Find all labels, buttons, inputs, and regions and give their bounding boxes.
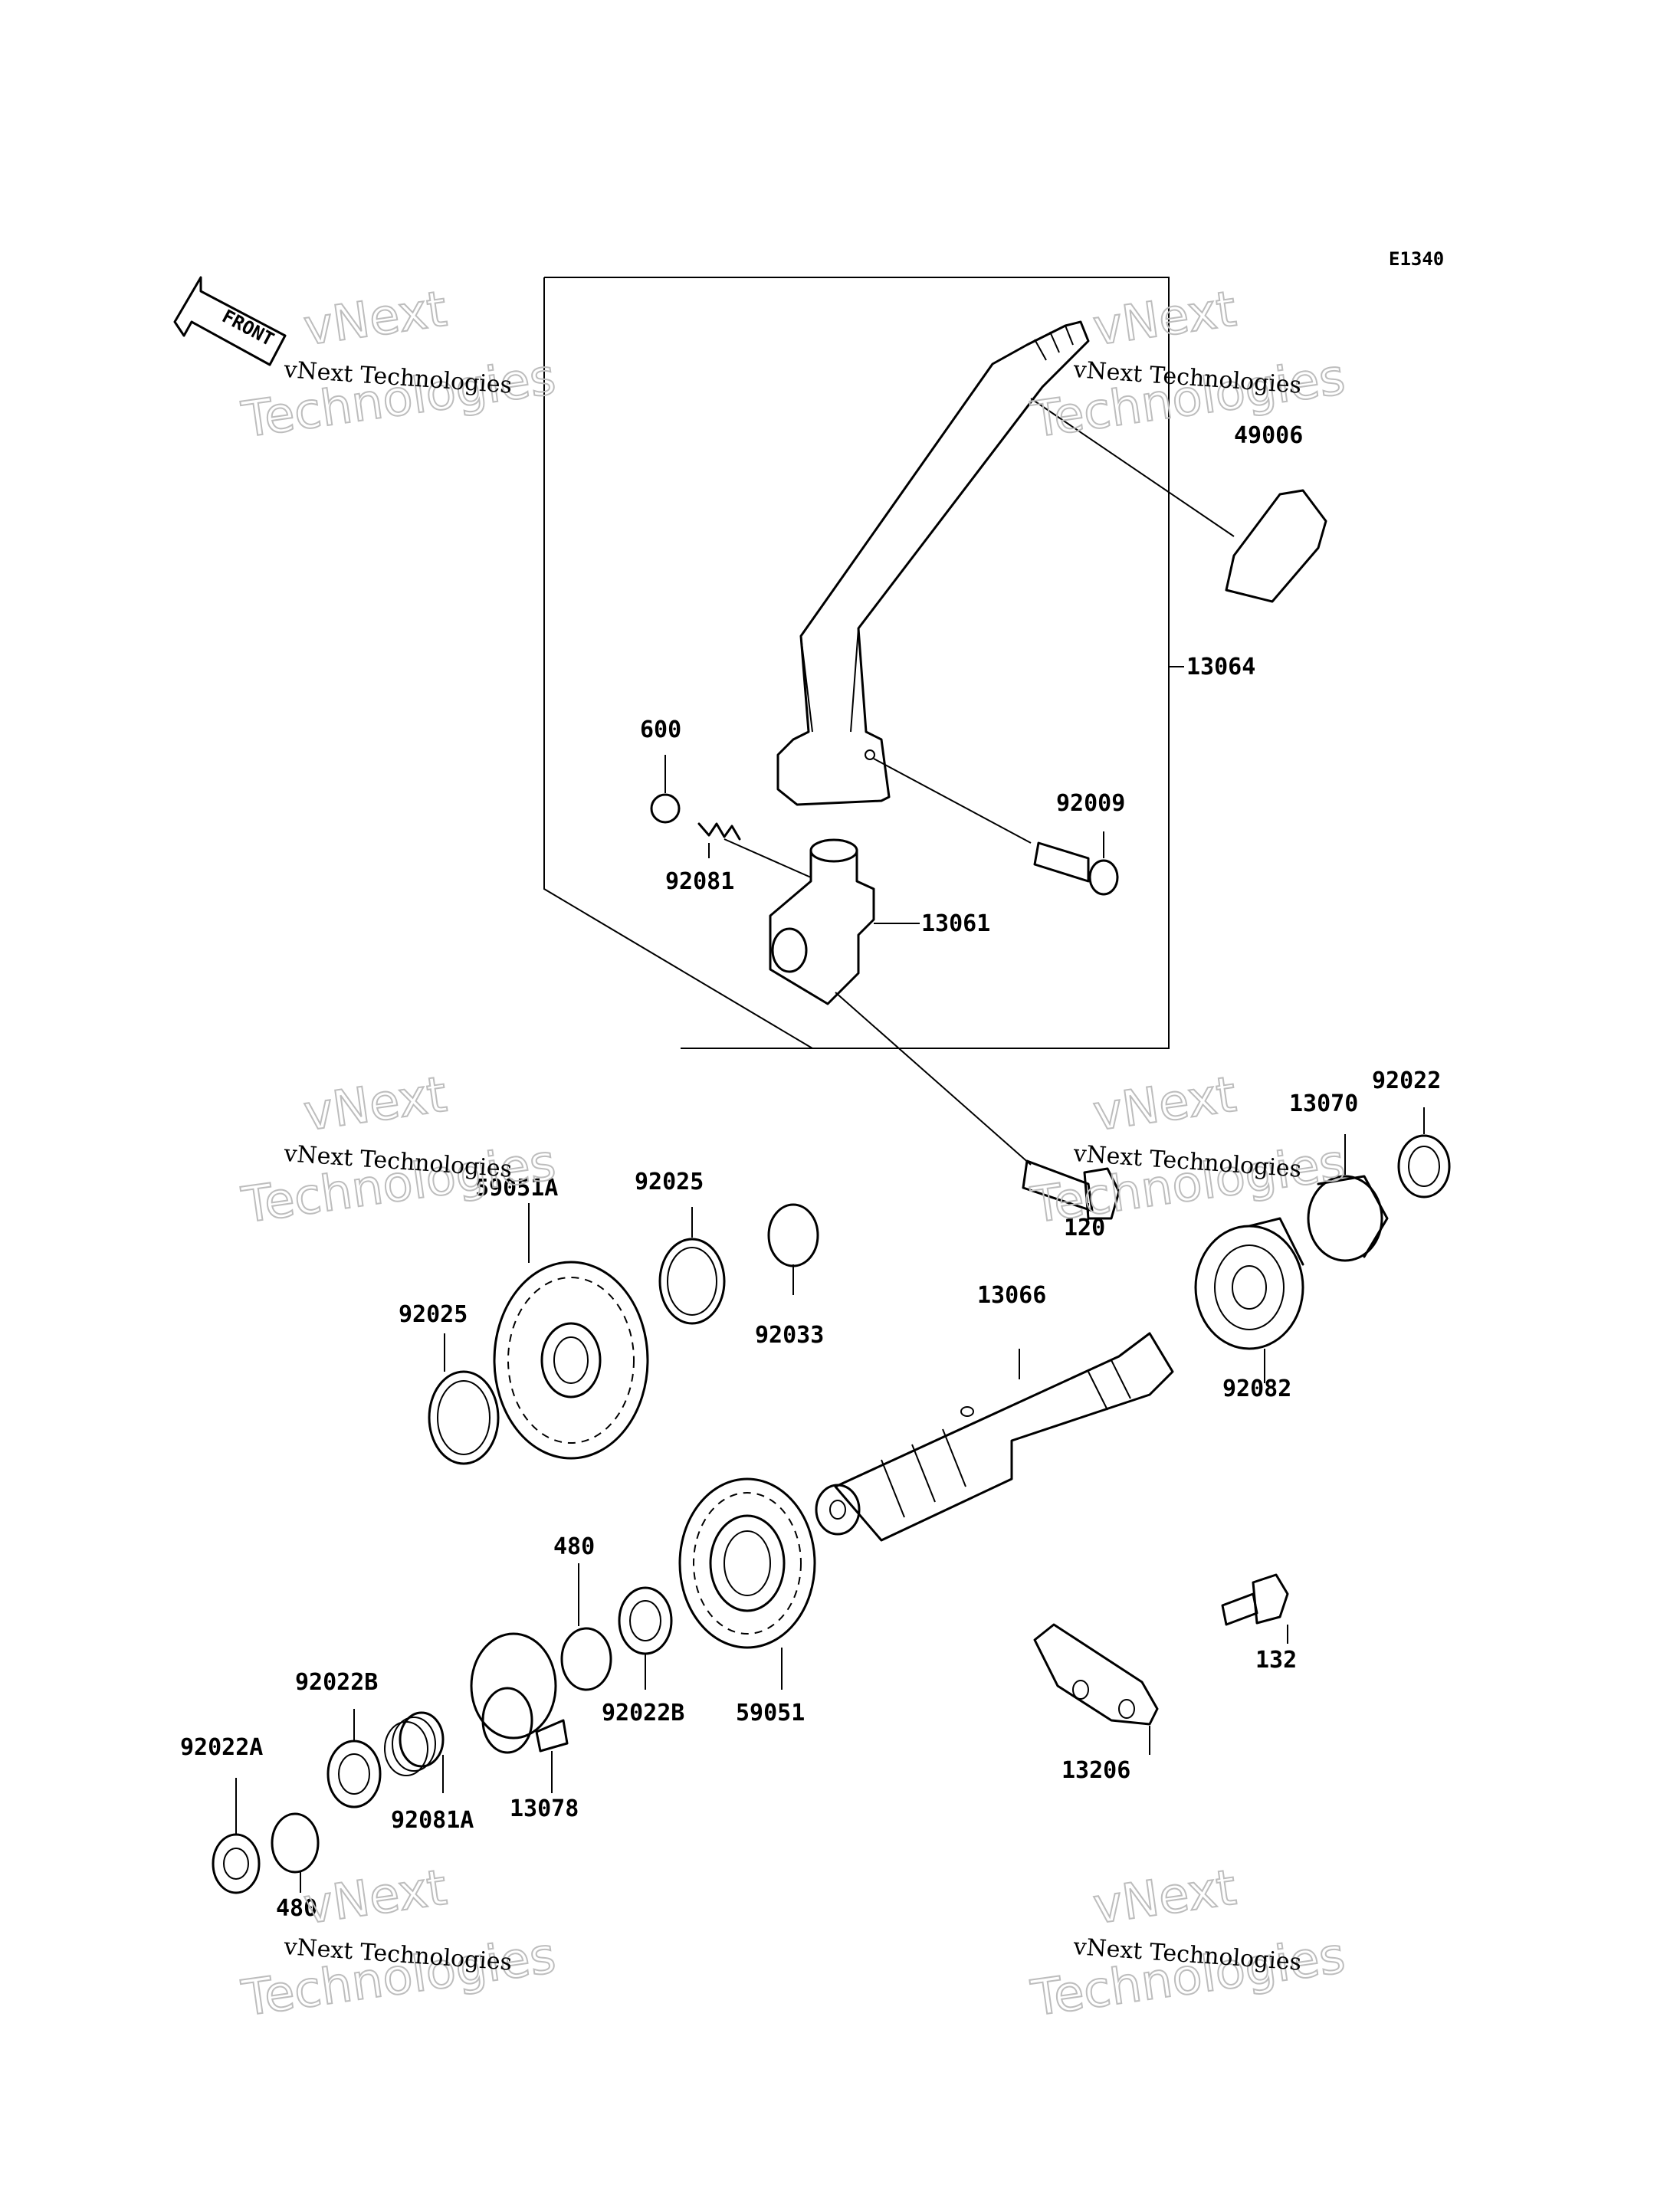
label-480-upper: 480: [553, 1533, 595, 1560]
watermark-top-right: vNext Technologies vNext Technologies: [1027, 280, 1349, 450]
label-13066: 13066: [977, 1282, 1046, 1309]
pedal-rubber: [1225, 489, 1327, 603]
label-92022: 92022: [1372, 1067, 1441, 1094]
label-13064: 13064: [1186, 654, 1255, 680]
label-92081: 92081: [665, 868, 734, 895]
label-13061: 13061: [921, 910, 990, 937]
front-arrow-icon: FRONT: [173, 276, 287, 366]
washer-92022b-right: [618, 1586, 673, 1655]
washer-92022a: [212, 1833, 261, 1894]
plate-13206: [1033, 1623, 1159, 1726]
svg-text:vNext: vNext: [1090, 1067, 1239, 1143]
svg-text:vNext: vNext: [1090, 1860, 1239, 1936]
circlip-480-upper: [560, 1627, 612, 1691]
label-92022b-right: 92022B: [602, 1700, 684, 1726]
label-120: 120: [1064, 1215, 1105, 1241]
svg-text:vNext: vNext: [1090, 281, 1239, 357]
label-92081a: 92081A: [391, 1807, 474, 1834]
front-label: FRONT: [218, 306, 277, 351]
steel-ball: [650, 793, 681, 824]
washer-92022: [1397, 1134, 1451, 1199]
gear-59051: [678, 1477, 816, 1649]
spring-guide: [1307, 1175, 1389, 1262]
label-92009: 92009: [1056, 790, 1125, 817]
label-92082: 92082: [1222, 1376, 1291, 1402]
label-600: 600: [640, 716, 681, 743]
watermark-top-left: vNext Technologies vNext Technologies: [238, 280, 559, 450]
label-59051a: 59051A: [475, 1175, 558, 1202]
label-13078: 13078: [510, 1795, 579, 1822]
pivot-boss: [769, 838, 875, 1005]
label-92025-lower: 92025: [399, 1301, 468, 1328]
pedal-bolt: [1033, 841, 1119, 896]
washer-92025-upper: [658, 1238, 726, 1325]
label-92022b-left: 92022B: [295, 1669, 378, 1696]
ratchet-13078: [470, 1632, 569, 1754]
label-92033: 92033: [755, 1322, 824, 1349]
svg-text:vNext: vNext: [300, 1860, 450, 1936]
label-92025-upper: 92025: [635, 1169, 704, 1195]
small-spring: [697, 822, 741, 841]
spring-92081a: [384, 1711, 445, 1776]
washer-92022b-left: [326, 1740, 382, 1808]
label-49006: 49006: [1234, 422, 1303, 449]
washer-92025-lower: [428, 1370, 500, 1465]
kick-spring: [1194, 1217, 1304, 1350]
watermark-bottom-right: vNext Technologies vNext Technologies: [1027, 1859, 1349, 2028]
watermark-bottom-left: vNext Technologies vNext Technologies: [238, 1859, 559, 2028]
kick-shaft: [815, 1332, 1174, 1542]
watermark-middle-left: vNext Technologies vNext Technologies: [238, 1066, 559, 1235]
assembly-outline: [543, 277, 1170, 1049]
svg-text:vNext: vNext: [300, 281, 450, 357]
svg-text:vNext: vNext: [300, 1067, 450, 1143]
leader-lines: [235, 398, 1425, 1893]
label-92022a: 92022A: [180, 1734, 263, 1761]
label-13206: 13206: [1061, 1757, 1130, 1784]
circlip-480-lower: [271, 1812, 320, 1874]
diagram-code: E1340: [1389, 248, 1444, 270]
label-132: 132: [1255, 1647, 1297, 1674]
bolt-132: [1221, 1573, 1289, 1626]
label-480-lower: 480: [276, 1895, 317, 1922]
circlip-92033: [767, 1203, 819, 1267]
label-59051: 59051: [736, 1700, 805, 1726]
gear-59051a: [493, 1261, 649, 1460]
kick-pedal-lever: [776, 320, 1090, 806]
label-13070: 13070: [1289, 1090, 1358, 1117]
